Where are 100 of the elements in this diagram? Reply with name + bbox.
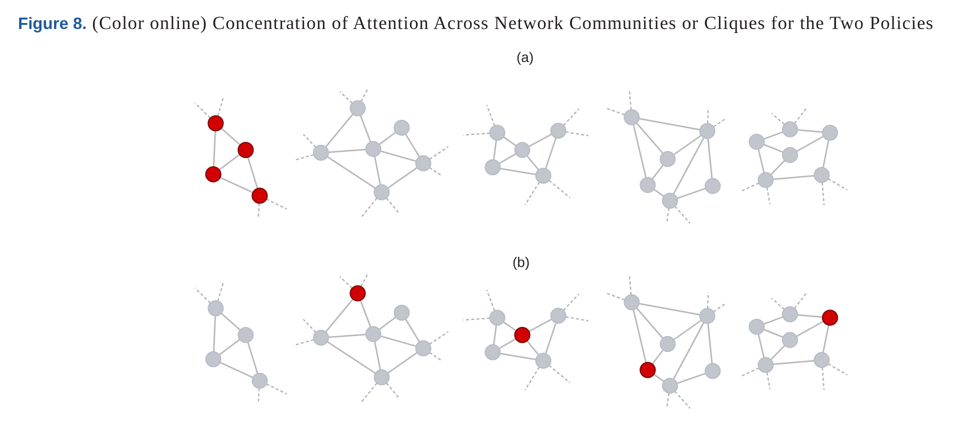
dangling-link-line (674, 390, 690, 409)
dangling-link-line (666, 393, 670, 408)
link-line (652, 349, 664, 365)
link-line (632, 309, 647, 363)
dangling-link-line (486, 290, 496, 311)
dangling-link-line (666, 208, 670, 224)
dangling-link-line (628, 274, 632, 295)
network-node (822, 124, 838, 141)
network-node (782, 306, 798, 322)
link-line (325, 298, 354, 332)
dangling-link-line (194, 288, 211, 304)
highlighted-node (252, 188, 268, 204)
panel-label: (a) (516, 49, 534, 66)
network-node (704, 363, 721, 379)
dangling-link-line (771, 298, 785, 310)
network-node (208, 300, 224, 316)
dangling-link-line (822, 182, 825, 206)
network-node (758, 357, 774, 373)
network-node (313, 144, 329, 161)
dangling-link-line (386, 198, 399, 213)
link-line (763, 144, 784, 153)
panel-label: (b) (512, 254, 530, 271)
link-line (247, 156, 258, 189)
link-line (632, 124, 647, 178)
dangling-link-line (360, 272, 369, 287)
link-line (328, 334, 366, 338)
link-line (404, 318, 420, 342)
link-line (325, 114, 354, 148)
link-line (528, 134, 552, 148)
network-node (624, 294, 640, 310)
link-line (822, 324, 830, 353)
dangling-link-line (548, 180, 570, 198)
link-line (387, 166, 418, 189)
network-node (814, 167, 830, 183)
link-line (498, 153, 516, 164)
highlighted-node (238, 142, 254, 158)
link-line (758, 148, 765, 173)
link-line (218, 154, 240, 170)
network-node (350, 100, 366, 116)
link-line (220, 362, 254, 378)
link-line (387, 352, 418, 374)
network-node (782, 332, 798, 348)
network-node (660, 336, 676, 352)
network-node (365, 141, 382, 157)
dangling-link-line (258, 203, 260, 218)
dangling-link-line (194, 102, 211, 118)
network-node (624, 109, 640, 126)
link-line (220, 128, 241, 146)
link-line (758, 334, 765, 358)
link-line (526, 340, 540, 356)
dangling-link-line (266, 198, 287, 210)
network-node (782, 147, 798, 163)
link-line (360, 300, 372, 328)
link-line (636, 122, 664, 154)
dangling-link-line (563, 108, 580, 126)
dangling-link-line (302, 318, 316, 333)
network-node (662, 192, 678, 209)
highlighted-node (208, 115, 224, 132)
dangling-link-line (771, 112, 785, 125)
link-line (503, 136, 517, 146)
network-node (814, 352, 830, 368)
dangling-link-line (294, 154, 314, 161)
dangling-link-line (706, 292, 709, 309)
link-line (673, 320, 702, 340)
network-node (748, 318, 765, 335)
link-line (676, 372, 706, 384)
link-line (498, 338, 516, 350)
network-node (205, 351, 222, 368)
dangling-link-line (713, 118, 726, 128)
link-line (773, 174, 814, 180)
link-line (220, 176, 254, 194)
network-node (748, 134, 765, 150)
link-line (797, 314, 823, 318)
network-node (535, 168, 552, 184)
link-line (380, 150, 416, 162)
dangling-link-line (794, 107, 808, 124)
link-line (653, 374, 664, 382)
network-node (313, 330, 329, 346)
network-node (640, 177, 656, 193)
link-line (378, 132, 396, 146)
link-line (526, 155, 540, 170)
dangling-link-line (566, 131, 588, 136)
link-line (360, 115, 372, 142)
network-node (489, 124, 506, 141)
network-node (550, 122, 566, 139)
link-line (796, 136, 824, 152)
link-line (500, 168, 536, 176)
dangling-link-line (606, 108, 625, 116)
dangling-link-line (361, 382, 378, 402)
network-node (394, 120, 410, 136)
dangling-link-line (566, 316, 588, 322)
link-line (492, 140, 498, 160)
link-line (212, 130, 216, 167)
dangling-link-line (463, 318, 490, 321)
link-line (492, 325, 498, 345)
network-node (489, 310, 506, 326)
network-node (782, 121, 798, 138)
dangling-link-line (429, 331, 449, 345)
dangling-link-line (606, 292, 625, 300)
link-line (378, 316, 396, 330)
